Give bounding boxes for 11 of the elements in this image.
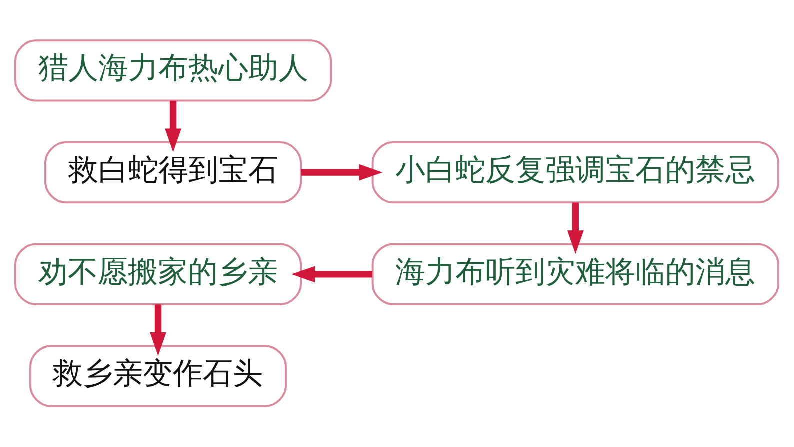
node-box: 小白蛇反复强调宝石的禁忌 [372, 142, 780, 204]
arrow [165, 100, 182, 152]
node-box: 劝不愿搬家的乡亲 [14, 243, 302, 306]
arrow [567, 202, 584, 254]
node-box: 海力布听到灾难将临的消息 [372, 243, 780, 306]
node-box: 救乡亲变作石头 [30, 345, 287, 408]
arrow [301, 164, 383, 181]
node-box: 猎人海力布热心助人 [14, 40, 332, 102]
arrow [292, 266, 372, 283]
node-box: 救白蛇得到宝石 [44, 142, 302, 204]
arrow [150, 304, 166, 356]
